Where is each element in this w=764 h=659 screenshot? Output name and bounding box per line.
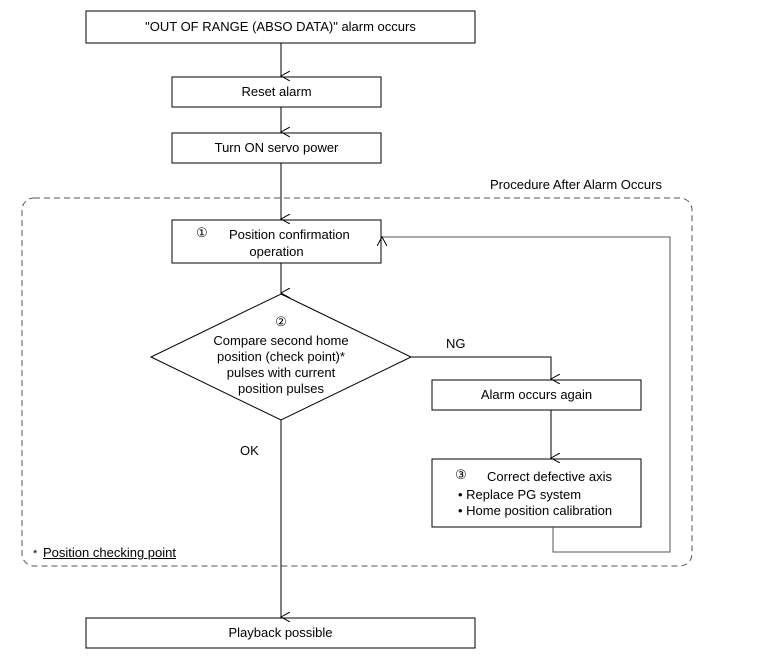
footnote-star: * xyxy=(33,548,38,560)
correct-axis-bullet-1: • Replace PG system xyxy=(458,487,582,502)
playback-text: Playback possible xyxy=(228,625,333,640)
procedure-region-label: Procedure After Alarm Occurs xyxy=(490,177,662,192)
position-confirmation-number: ① xyxy=(196,225,208,240)
alarm-again-text: Alarm occurs again xyxy=(480,387,593,402)
footnote-text: Position checking point xyxy=(43,545,176,560)
compare-number: ② xyxy=(275,314,287,329)
correct-axis-number: ③ xyxy=(455,467,467,482)
ok-label: OK xyxy=(240,443,259,458)
correct-axis-title: Correct defective axis xyxy=(487,469,612,484)
turn-on-servo-box xyxy=(171,132,382,164)
position-confirmation-line1: Position confirmation xyxy=(229,227,350,242)
ng-label: NG xyxy=(446,336,466,351)
correct-axis-box xyxy=(431,458,642,528)
procedure-region-border xyxy=(21,197,693,567)
compare-line1: Compare second home xyxy=(213,333,349,348)
alarm-occurs-text: "OUT OF RANGE (ABSO DATA)" alarm occurs xyxy=(145,19,416,34)
reset-alarm-box xyxy=(171,76,382,108)
position-confirmation-line2: operation xyxy=(249,244,304,259)
compare-line3: pulses with current xyxy=(226,365,336,380)
turn-on-servo-text: Turn ON servo power xyxy=(214,140,339,155)
arrow-loop-back xyxy=(382,237,671,553)
compare-line2: position (check point)* xyxy=(217,349,345,364)
alarm-again-box xyxy=(431,379,642,411)
compare-line4: position pulses xyxy=(238,381,324,396)
reset-alarm-text: Reset alarm xyxy=(241,84,312,99)
arrow-compare-ng xyxy=(411,356,551,379)
correct-axis-bullet-2: • Home position calibration xyxy=(458,503,613,518)
